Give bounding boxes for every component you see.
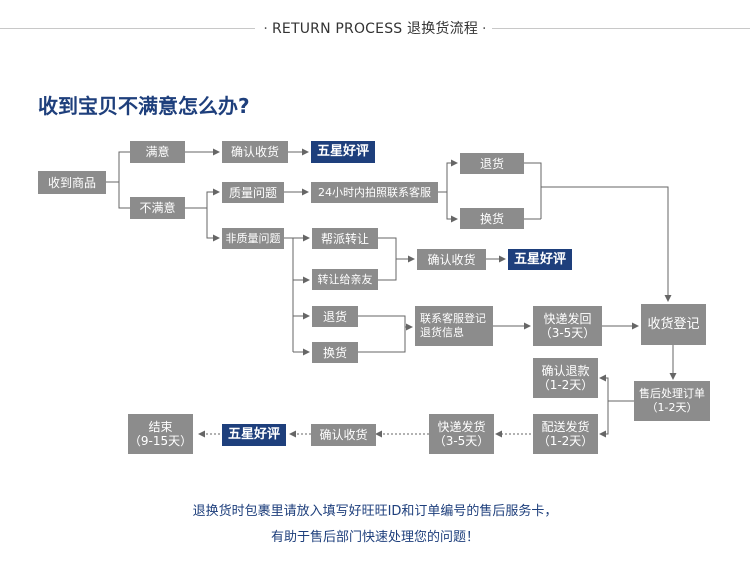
- resell-box: 帮派转让: [312, 228, 378, 249]
- after-sales-box: 售后处理订单（1-2天）: [634, 381, 710, 421]
- section-title: RETURN PROCESS 退换货流程: [271, 21, 479, 37]
- confirm-receipt-box-2: 确认收货: [417, 249, 486, 270]
- question-heading: 收到宝贝不满意怎么办?: [38, 94, 250, 118]
- return-box-2: 退货: [312, 306, 358, 327]
- express-deliver-box: 快递发货（3-5天）: [429, 414, 494, 454]
- confirm-refund-label: 确认退款: [541, 364, 590, 378]
- ship-out-label: 配送发货: [541, 420, 590, 434]
- exchange-box-1: 换货: [460, 208, 524, 229]
- confirm-receipt-box-1: 确认收货: [222, 141, 288, 163]
- receive-register-box: 收货登记: [641, 304, 706, 345]
- end-box: 结束（9-15天）: [128, 414, 193, 454]
- unsatisfied-box: 不满意: [130, 197, 185, 219]
- contact-register-line1: 联系客服登记: [420, 312, 486, 325]
- return-box-1: 退货: [460, 153, 524, 174]
- end-days: （9-15天）: [128, 434, 193, 448]
- express-send-back-days: （3-5天）: [539, 326, 596, 340]
- contact-register-line2: 退货信息: [420, 326, 464, 339]
- footer-note-line1: 退换货时包裹里请放入填写好旺旺ID和订单编号的售后服务卡，: [192, 504, 558, 519]
- received-goods-box: 收到商品: [38, 171, 106, 194]
- section-header: ·RETURN PROCESS 退换货流程·: [0, 18, 750, 38]
- satisfied-box: 满意: [130, 141, 185, 163]
- end-label: 结束: [148, 420, 173, 434]
- header-rule-right: [492, 28, 750, 29]
- bullet-dot-icon: ·: [482, 21, 487, 37]
- ship-out-box: 配送发货（1-2天）: [533, 414, 598, 454]
- exchange-box-2: 换货: [312, 342, 358, 363]
- express-send-back-label: 快递发回: [543, 312, 592, 326]
- footer-note-line2: 有助于售后部门快速处理您的问题！: [270, 530, 479, 545]
- confirm-refund-box: 确认退款（1-2天）: [533, 358, 598, 398]
- photo-contact-box: 24小时内拍照联系客服: [311, 182, 438, 203]
- five-star-review-box-1: 五星好评: [311, 141, 375, 163]
- five-star-review-box-3: 五星好评: [222, 424, 286, 446]
- confirm-receipt-box-3: 确认收货: [311, 424, 376, 446]
- express-deliver-days: （3-5天）: [433, 434, 490, 448]
- after-sales-label: 售后处理订单: [639, 387, 705, 400]
- header-rule-left: [0, 28, 255, 29]
- express-send-back-box: 快递发回（3-5天）: [533, 306, 602, 346]
- confirm-refund-days: （1-2天）: [537, 378, 594, 392]
- ship-out-days: （1-2天）: [537, 434, 594, 448]
- bullet-dot-icon: ·: [263, 21, 268, 37]
- after-sales-days: （1-2天）: [646, 401, 698, 414]
- contact-register-box: 联系客服登记退货信息: [415, 306, 493, 346]
- quality-issue-box: 质量问题: [222, 182, 284, 203]
- transfer-friend-box: 转让给亲友: [312, 269, 378, 290]
- five-star-review-box-2: 五星好评: [508, 249, 572, 270]
- non-quality-issue-box: 非质量问题: [222, 228, 284, 249]
- express-deliver-label: 快递发货: [437, 420, 486, 434]
